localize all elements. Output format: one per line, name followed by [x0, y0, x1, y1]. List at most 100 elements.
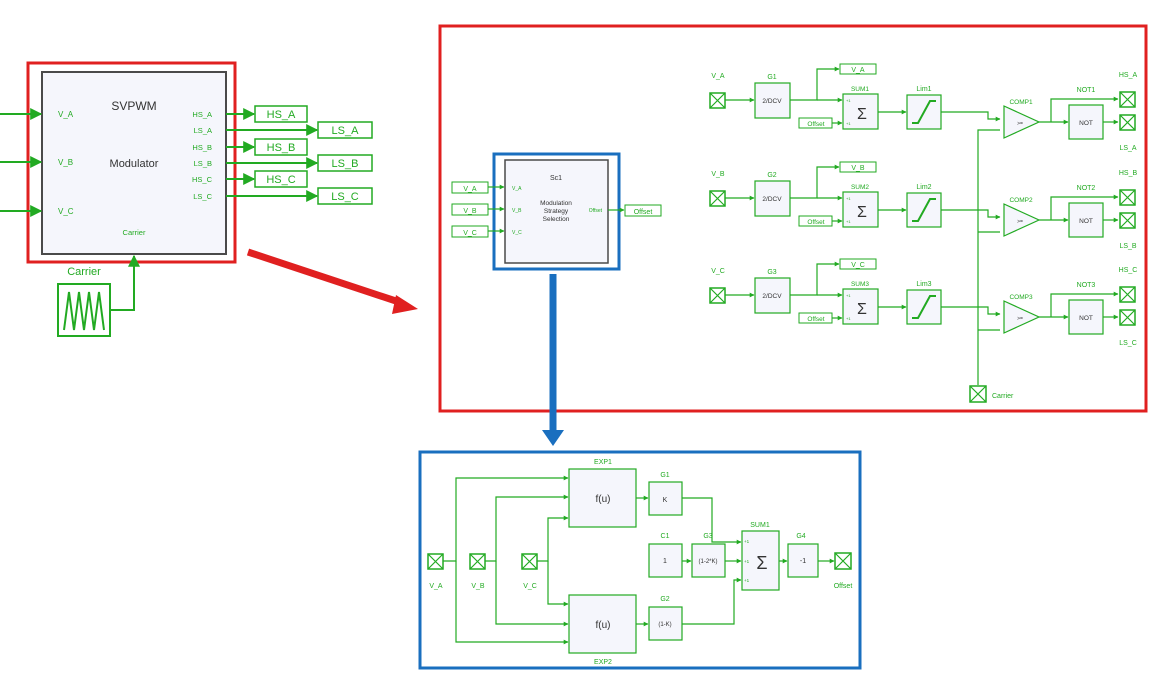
phase-1-lim-name: Lim2 — [916, 184, 931, 191]
tag-ls-a[interactable] — [317, 121, 373, 139]
phase-2-not-block[interactable] — [1068, 299, 1104, 335]
phase-0-comp-symbol: >= — [1017, 121, 1023, 127]
strategy-g3-value: (1-2*K) — [698, 559, 717, 565]
phase-0-wire-hs — [1050, 96, 1119, 122]
phase-2-saturation-icon — [912, 295, 936, 319]
carrier-wire — [110, 254, 140, 311]
carrier-source-label: Carrier — [67, 266, 101, 278]
phase-1-hs-port-cross-icon — [1119, 189, 1136, 206]
strategy-exp1-fn: f(u) — [596, 494, 611, 505]
phase-1-sum-block[interactable] — [842, 191, 879, 228]
sc1-in-tag-va-label: V_A — [463, 186, 477, 193]
tag-hs-a[interactable] — [254, 105, 308, 123]
tag-hs-c-label: HS_C — [266, 174, 295, 186]
blue-zoom-arrow — [542, 274, 564, 446]
phase-2-input-label: V_C — [711, 268, 725, 275]
sc1-text-2: Strategy — [544, 208, 569, 215]
phase-0-hs-port-cross-icon — [1119, 91, 1136, 108]
phase-2-ls-port-cross-icon — [1119, 309, 1136, 326]
tag-ls-b-label: LS_B — [332, 158, 359, 170]
strategy-port-va-label: V_A — [429, 583, 443, 590]
phase-2-sum-block[interactable] — [842, 288, 879, 325]
strategy-g4-name: G4 — [796, 533, 805, 540]
strategy-g4-block[interactable] — [787, 543, 819, 578]
phase-2-comp-name: COMP3 — [1009, 294, 1033, 301]
phase-0-not-name: NOT1 — [1077, 87, 1096, 94]
phase-1-sum-sigma: Σ — [857, 204, 867, 221]
modulator-port-carrier: Carrier — [123, 228, 146, 237]
modulator-block[interactable] — [41, 71, 227, 255]
strategy-g2-block[interactable] — [648, 606, 683, 641]
phase-2-offset-label: Offset — [807, 316, 824, 323]
phase-2-not-name: NOT3 — [1077, 282, 1096, 289]
tag-ls-b[interactable] — [317, 154, 373, 172]
tag-ls-c[interactable] — [317, 187, 373, 205]
phase-0-sum-port-2: +1 — [846, 121, 851, 126]
phase-0-tag[interactable] — [839, 63, 877, 75]
phase-2-tag[interactable] — [839, 258, 877, 270]
modulator-port-ls-c: LS_C — [193, 192, 212, 201]
phase-1-comp-block[interactable] — [1003, 203, 1041, 237]
phase-2-comp-block[interactable] — [1003, 300, 1041, 334]
sc1-in-tag-vc-label: V_C — [463, 230, 477, 237]
sc1-highlight-frame — [492, 152, 621, 271]
strategy-g1-block[interactable] — [648, 481, 683, 516]
phase-2-sum-port-2: +1 — [846, 316, 851, 321]
phase-1-not-block[interactable] — [1068, 202, 1104, 238]
phase-0-sum-block[interactable] — [842, 93, 879, 130]
phase-0-not-block[interactable] — [1068, 104, 1104, 140]
phase-0-input-label: V_A — [711, 73, 725, 80]
strategy-c1-name: C1 — [661, 533, 670, 540]
strategy-port-offset-cross-icon — [834, 552, 852, 570]
phase-1-tag-label: V_B — [851, 165, 865, 172]
phase-1-offset-label: Offset — [807, 219, 824, 226]
strategy-g4-value: -1 — [800, 558, 806, 565]
tag-hs-a-label: HS_A — [267, 109, 296, 121]
phase-0-lim-name: Lim1 — [916, 86, 931, 93]
phase-1-input-label: V_B — [711, 171, 725, 178]
phase-1-ls-port-cross-icon — [1119, 212, 1136, 229]
strategy-c1-block[interactable] — [648, 543, 683, 578]
svpwm-modulator-group: SVPWM Modulator V_A V_B V_C HS_A LS_A HS… — [0, 61, 373, 337]
phase-1-tag[interactable] — [839, 161, 877, 173]
subsystem-sc1-group: Sc1 Modulation Strategy Selection V_A V_… — [451, 152, 662, 271]
phase-1-sum-port-1: +1 — [846, 196, 851, 201]
tag-hs-b[interactable] — [254, 138, 308, 156]
sc1-out-tag-offset[interactable] — [624, 204, 662, 217]
phase-0-ls-port-cross-icon — [1119, 114, 1136, 131]
phase-2-gain-value: 2/DCV — [762, 293, 782, 300]
phase-1-input-port-cross-icon — [709, 190, 726, 207]
phase-0-comp-block[interactable] — [1003, 105, 1041, 139]
strategy-g2-name: G2 — [660, 596, 669, 603]
sc1-block[interactable] — [504, 159, 609, 264]
strategy-exp2-block[interactable] — [568, 594, 637, 654]
sc1-port-vc: V_C — [512, 230, 522, 236]
strategy-sum-block[interactable] — [741, 530, 780, 591]
strategy-port-offset-label: Offset — [834, 583, 853, 590]
strategy-exp1-name: EXP1 — [594, 459, 612, 466]
phase-2-lim-name: Lim3 — [916, 281, 931, 288]
phase-0-offset-label: Offset — [807, 121, 824, 128]
phase-0-wire-comp — [941, 111, 1001, 122]
phase-1-sum-name: SUM2 — [851, 184, 869, 191]
tag-hs-c[interactable] — [254, 170, 308, 188]
sc1-text-3: Selection — [543, 216, 570, 223]
phase-0-sum-sigma: Σ — [857, 106, 867, 123]
strategy-g1-value: K — [663, 497, 668, 504]
modulator-port-vb: V_B — [58, 158, 73, 167]
phase-0-tag-label: V_A — [851, 67, 865, 74]
phase-0-ls-label: LS_A — [1119, 145, 1136, 152]
modulator-port-ls-b: LS_B — [194, 159, 212, 168]
strategy-wire-g1-sum — [682, 497, 742, 545]
strategy-sum-port-3: +1 — [744, 578, 750, 583]
phase-1-wire-hs — [1050, 194, 1119, 220]
detail-carrier-group: Carrier — [969, 129, 1014, 403]
strategy-g1-name: G1 — [660, 472, 669, 479]
strategy-detail-frame — [418, 450, 862, 670]
strategy-wire-va-bot — [455, 561, 569, 645]
sc1-out-tag-offset-label: Offset — [634, 209, 653, 216]
strategy-port-va-cross-icon — [427, 553, 444, 570]
phase-0-saturation-icon — [912, 100, 936, 124]
phase-0-gain-block[interactable] — [754, 82, 791, 119]
